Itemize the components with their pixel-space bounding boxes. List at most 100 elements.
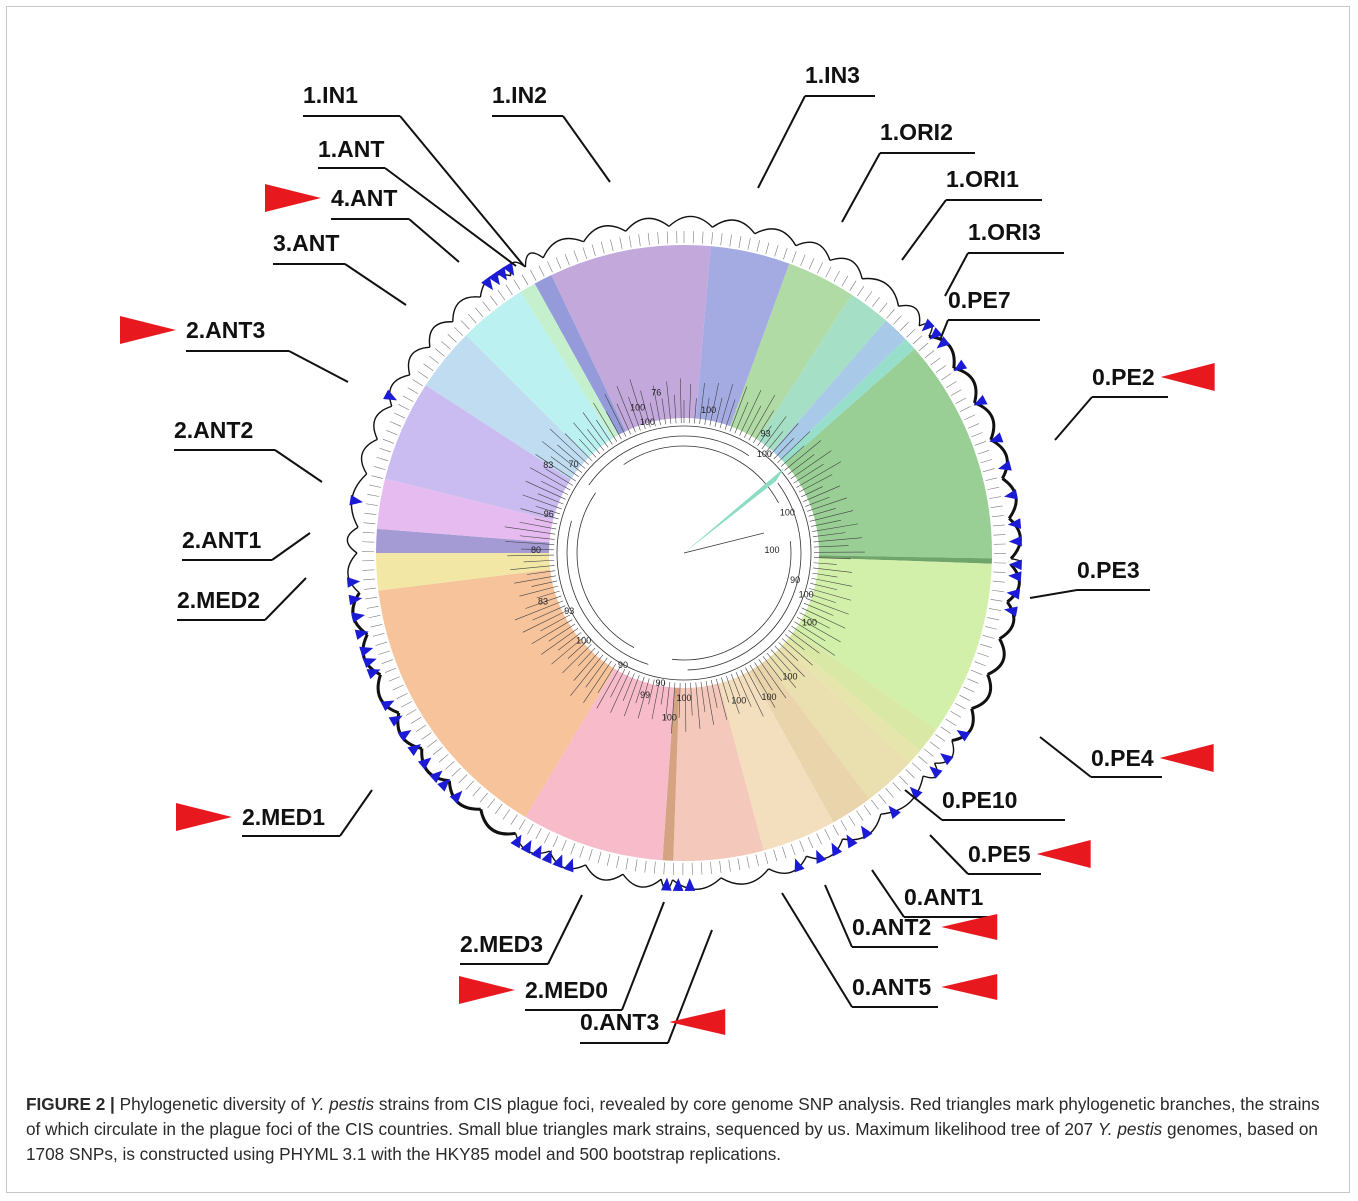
strain-tick (467, 313, 477, 324)
blue-marker (1007, 518, 1022, 529)
strain-tick (929, 741, 940, 750)
tree-branch (705, 681, 714, 725)
strain-tick (447, 333, 457, 343)
tree-branch (714, 397, 723, 427)
clade-label-0-pe4: 0.PE4 (1091, 745, 1154, 771)
tree-branch (505, 541, 555, 545)
strain-tick (381, 659, 393, 664)
strain-tick (971, 432, 983, 438)
tree-branch (519, 521, 557, 530)
blue-marker (531, 845, 542, 860)
bracket-1-ori2 (795, 241, 831, 261)
sector-0-ant3 (673, 683, 764, 861)
clade-label-0-pe10: 0.PE10 (942, 787, 1017, 813)
red-marker-0-pe4 (1159, 744, 1214, 772)
blue-marker (380, 700, 395, 712)
caption-label: FIGURE 2 | (26, 1094, 115, 1114)
strain-tick (475, 307, 484, 318)
tree-branch (678, 682, 681, 718)
tree-branch (734, 401, 749, 434)
tree-branch (637, 678, 650, 719)
tree-branch (610, 668, 626, 698)
strain-tick (755, 854, 759, 867)
strain-tick (561, 839, 567, 852)
strain-tick (985, 626, 997, 630)
strain-tick (382, 438, 395, 444)
blue-marker (888, 805, 901, 819)
strain-tick (445, 761, 455, 770)
leader-1-in2 (562, 115, 611, 183)
root-wedge (684, 468, 784, 553)
leader-0-ant3 (667, 929, 713, 1044)
tree-branch (745, 667, 763, 700)
clade-label-2-ant3: 2.ANT3 (186, 317, 265, 343)
bracket-2-med1 (361, 633, 382, 677)
figure-caption: FIGURE 2 | Phylogenetic diversity of Y. … (26, 1092, 1326, 1167)
strain-tick (527, 823, 534, 835)
red-marker-2-med1 (176, 803, 232, 831)
strain-tick (573, 250, 579, 262)
blue-marker (520, 839, 532, 854)
leader-2-med3 (547, 894, 583, 965)
strain-tick (363, 522, 376, 525)
strain-tick (782, 846, 787, 859)
clade-label-0-ant1: 0.ANT1 (904, 884, 983, 910)
strain-tick (808, 258, 815, 270)
strain-tick (570, 843, 576, 855)
strain-tick (375, 641, 388, 646)
tree-branch (793, 463, 824, 484)
strain-tick (848, 815, 856, 826)
strain-tick (552, 836, 559, 848)
strain-tick (988, 608, 1001, 611)
strain-tick (454, 327, 464, 336)
strain-tick (849, 280, 857, 292)
tree-branch (661, 398, 666, 425)
clade-label-1-ori1: 1.ORI1 (946, 166, 1019, 192)
tree-branch (781, 638, 813, 666)
bootstrap-value: 100 (576, 635, 591, 645)
strain-tick (582, 247, 587, 259)
tree-branch (535, 454, 576, 482)
strain-tick (423, 363, 434, 372)
bootstrap-value: 100 (630, 402, 645, 412)
strain-tick (364, 512, 377, 515)
strain-tick (791, 251, 797, 263)
leader-1-in1 (399, 115, 525, 267)
tree-branch (729, 386, 748, 432)
tree-branch (536, 590, 560, 599)
strain-tick (940, 726, 951, 734)
strain-tick (432, 747, 443, 756)
blue-marker (449, 790, 463, 804)
bootstrap-value: 80 (531, 545, 541, 555)
bracket-1-in1 (524, 252, 544, 268)
tree-branch (532, 605, 566, 621)
bracket-0-pe2 (953, 366, 978, 404)
clade-label-0-pe5: 0.PE5 (968, 841, 1031, 867)
blue-marker (362, 658, 377, 669)
tree-branch (550, 456, 579, 478)
tree-branch (593, 402, 618, 442)
blue-marker (973, 394, 988, 406)
blue-marker (354, 629, 369, 640)
tree-branch (704, 397, 710, 425)
blue-marker (661, 877, 672, 891)
tree-branch (780, 445, 805, 467)
tree-branch (651, 680, 660, 720)
leader-0-pe4 (1039, 736, 1092, 778)
tree-branch (567, 640, 589, 659)
tree-branch (660, 681, 665, 705)
strain-tick (720, 233, 723, 246)
bootstrap-value: 100 (802, 618, 817, 628)
strain-tick (980, 459, 993, 464)
clade-label-0-ant3: 0.ANT3 (580, 1009, 659, 1035)
strain-tick (990, 505, 1003, 509)
strain-tick (832, 824, 839, 836)
blue-marker (349, 494, 364, 506)
blue-marker (481, 276, 493, 291)
strain-tick (864, 291, 873, 302)
strain-tick (906, 328, 916, 338)
tree-branch (798, 474, 833, 493)
strain-tick (362, 531, 375, 534)
tree-branch (585, 657, 608, 688)
bootstrap-value: 100 (780, 507, 795, 517)
